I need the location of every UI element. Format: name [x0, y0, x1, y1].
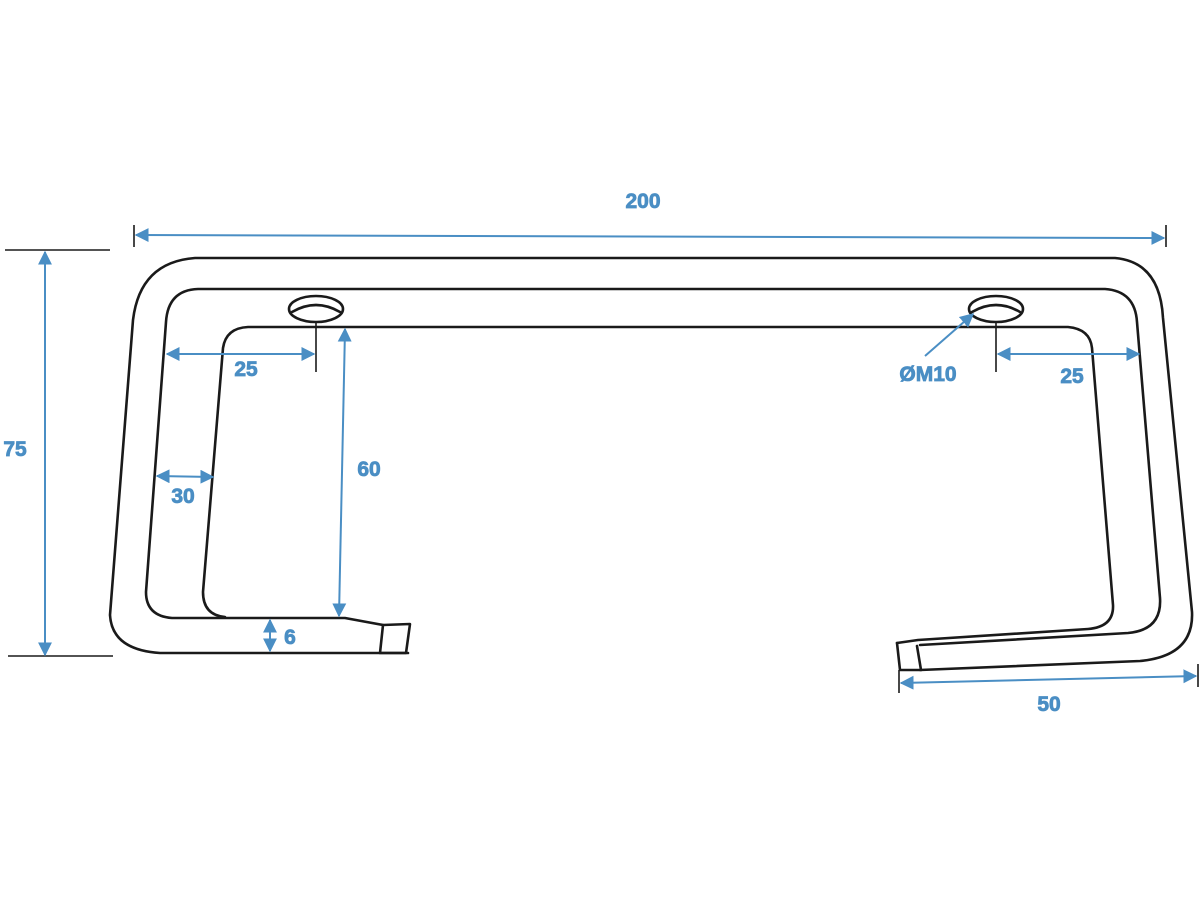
- dimension-label: 25: [1060, 365, 1084, 388]
- dimension-label: 75: [3, 438, 27, 461]
- dimension-label: 6: [284, 626, 296, 649]
- left-hole: [287, 294, 345, 372]
- dimension-label: 200: [625, 190, 660, 213]
- dimension-label: 30: [171, 485, 194, 508]
- dimension-hole-diameter: ØM10: [899, 313, 975, 386]
- dimension-6: 6: [263, 618, 296, 653]
- dimension-75: 75: [3, 249, 113, 657]
- dimension-25-right: 25: [996, 347, 1141, 388]
- dimension-label: 60: [357, 458, 380, 481]
- dimension-label: ØM10: [899, 363, 956, 386]
- right-hole: [967, 294, 1025, 372]
- dimension-label: 25: [234, 358, 258, 381]
- dimension-50: 50: [898, 664, 1199, 716]
- outer-contour: [108, 256, 1194, 672]
- dimension-200: 200: [133, 190, 1167, 247]
- dimension-label: 50: [1037, 693, 1060, 716]
- middle-contour: [144, 287, 1162, 647]
- dimension-30: 30: [155, 469, 215, 508]
- dimension-25-left: 25: [165, 347, 316, 381]
- left-tip: [378, 622, 412, 655]
- bracket-outline: [108, 256, 1194, 672]
- inner-contour: [201, 325, 1115, 645]
- right-tip: [895, 641, 923, 672]
- dimension-60: 60: [332, 327, 381, 618]
